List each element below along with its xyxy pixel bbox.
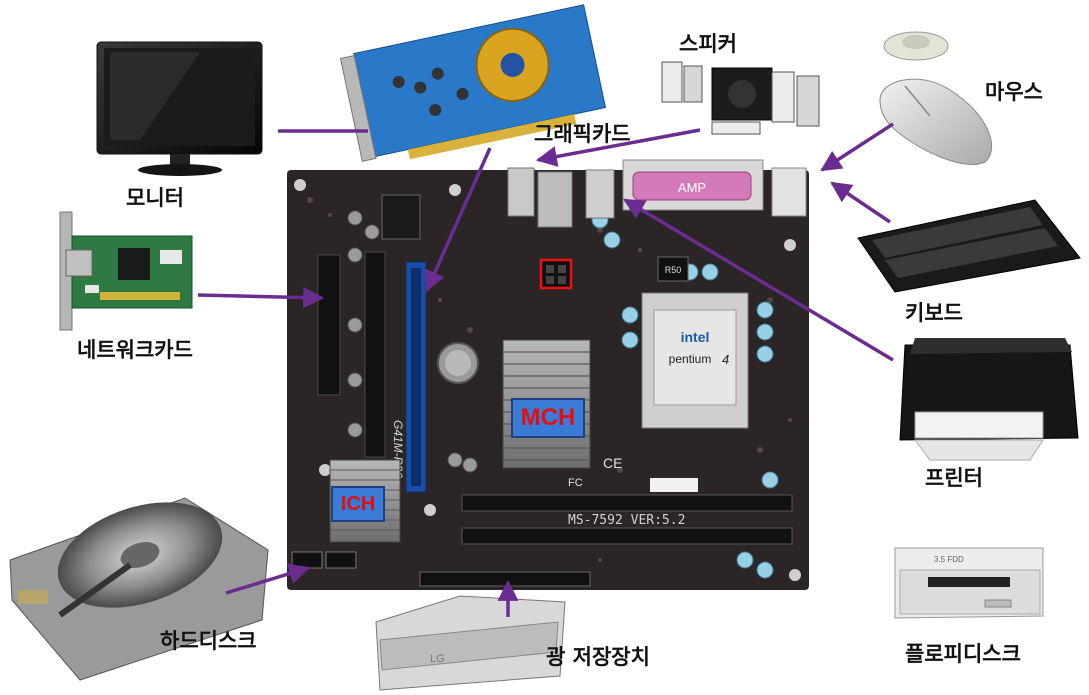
- printer-image: [899, 338, 1079, 461]
- keyboard-label: 키보드: [905, 301, 963, 325]
- network-card-image: [59, 211, 193, 331]
- floppy-label-text: 3.5 FDD: [934, 555, 964, 564]
- speaker-image: [661, 61, 820, 135]
- mch-label: MCH: [511, 398, 585, 438]
- cpu-gen-text: 4: [722, 352, 729, 367]
- mouse-image: [879, 31, 993, 165]
- optical-drive-image: LG: [375, 595, 566, 691]
- fc-mark: FC: [568, 477, 583, 489]
- arrow-keyboard: [830, 181, 891, 224]
- printer-label: 프린터: [925, 466, 983, 490]
- monitor-image: [96, 41, 263, 176]
- graphics-card-label: 그래픽카드: [534, 122, 631, 146]
- arrow-mouse: [820, 122, 894, 172]
- network-card-label: 네트워크카드: [77, 338, 193, 362]
- arrow-speaker: [535, 128, 701, 167]
- r50-text: R50: [665, 265, 682, 275]
- hard-disk-image: [9, 497, 269, 681]
- cpu-brand-text: intel: [681, 329, 710, 345]
- arrow-hard-disk: [225, 563, 311, 595]
- motherboard: AMP R50 G41M-P26 intel pentium: [287, 159, 809, 590]
- ich-label: ICH: [331, 486, 385, 522]
- cpu-name-text: pentium: [669, 352, 712, 366]
- graphics-card-image: [339, 4, 607, 162]
- floppy-disk-label: 플로피디스크: [905, 642, 1021, 666]
- optical-storage-label: 광 저장장치: [546, 645, 650, 669]
- speaker-label: 스피커: [679, 32, 737, 56]
- mouse-label: 마우스: [985, 80, 1043, 104]
- ce-mark: CE: [603, 455, 622, 471]
- hard-disk-label: 하드디스크: [160, 629, 257, 653]
- arrow-network-card: [197, 287, 325, 309]
- keyboard-image: [857, 199, 1081, 293]
- floppy-drive-image: 3.5 FDD: [894, 547, 1044, 619]
- arrow-printer: [623, 198, 894, 362]
- amp-text: AMP: [678, 180, 706, 195]
- arrow-graphics-card: [425, 147, 492, 292]
- connection-arrows: [197, 122, 894, 617]
- dvd-brand-text: LG: [430, 653, 445, 665]
- monitor-label: 모니터: [126, 186, 184, 210]
- model-text: MS-7592 VER:5.2: [568, 513, 685, 528]
